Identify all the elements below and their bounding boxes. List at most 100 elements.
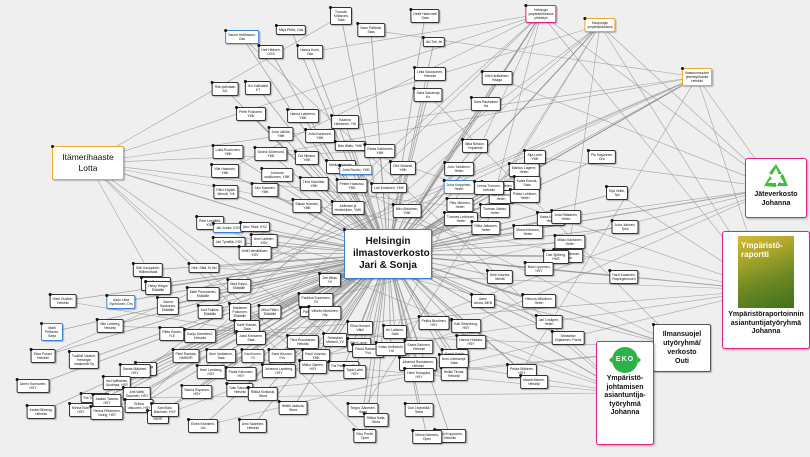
person-node[interactable]: Kaupungin ympäristökeskus <box>583 17 616 32</box>
person-node[interactable]: Sanna Saukonen, Etääälle <box>155 296 180 315</box>
person-node[interactable]: Eija Virkki, Tpk <box>605 185 628 200</box>
person-node[interactable]: Lari Koskinen, YMK <box>370 182 407 193</box>
person-node[interactable]: Sisli Kauppinen, Hiilineutraali <box>131 262 164 277</box>
person-node[interactable]: Helt, Sälä, fii, tiki <box>187 262 220 273</box>
person-node[interactable]: Harri Kaasinen, Raporgeinunen <box>608 269 639 284</box>
person-node[interactable]: Tapio Lahti, HSY <box>342 364 367 379</box>
person-node[interactable]: Helsingin ympäristökeskus yhteistyö <box>524 4 557 23</box>
person-node[interactable]: Saara Salonen, Helsinki <box>403 339 434 354</box>
person-node[interactable]: Eino Pentti, Open <box>352 428 377 443</box>
card-ymparistojohtaminen[interactable]: EKO Ympäristö- johtamisen asiantuntija- … <box>596 341 654 445</box>
person-node[interactable]: Aarjo Lilea Synkronen, Drs <box>105 294 136 309</box>
person-node[interactable]: Kaisa Eskola, Sata <box>512 175 541 190</box>
person-node[interactable]: Ilmastonmuutos yhteistyöhanke Helsinki <box>681 67 712 86</box>
person-node[interactable]: Pauliina Suominen, YV <box>297 292 334 307</box>
person-node[interactable]: Johanna saukkonen, YMK <box>260 167 293 182</box>
person-node[interactable]: Sasu Pätärää, Sata <box>356 22 385 37</box>
person-node[interactable]: Sanna Ropanen, HSY <box>180 384 213 399</box>
person-node[interactable]: Olof Vildanai, YMK <box>388 160 417 175</box>
person-node[interactable]: Aarni Ahola, MKB <box>470 293 495 308</box>
person-node[interactable]: Juha Korppinen, Helen <box>442 179 475 194</box>
person-node[interactable]: Kati Söderberg, HSY <box>450 318 481 333</box>
person-node[interactable]: Jari Tyrvällä, KSV <box>211 236 246 247</box>
person-node[interactable]: Mikko Ojanen, HSY <box>298 359 327 374</box>
person-node[interactable]: Outi Lepistöltä, Stera <box>403 402 434 417</box>
person-node[interactable]: Ilkka Nilsson, Ympäristö <box>461 138 488 153</box>
person-node[interactable]: Timo Kauniste, YMK <box>298 176 329 191</box>
person-node[interactable]: Sara Rautiainen Ha <box>469 96 502 111</box>
person-node[interactable]: Juha Jalkha, YMK <box>267 126 294 141</box>
person-node[interactable]: Pekka Mäkinen, HSY <box>505 363 538 378</box>
person-node[interactable]: Riitta Jalkanen, Helen <box>470 220 501 235</box>
person-node[interactable]: Riikka Kalla, Stera <box>362 412 389 427</box>
hub-node-helsingin-ilmastoverkosto[interactable]: Helsingin ilmastoverkosto Jari & Sonja <box>343 228 432 279</box>
person-node[interactable]: Kanjo Saresiemi, Helsinki <box>183 328 216 343</box>
person-node[interactable]: Heikki Tirrola, Helsinki <box>439 366 468 381</box>
person-node[interactable]: Paula Kaivonen, HSY <box>224 366 257 381</box>
person-node[interactable]: Pirkka Lehtinen, Helen <box>508 188 541 203</box>
person-node[interactable]: Kari Ilonen, YV <box>240 348 265 363</box>
person-node[interactable]: Nita Wallu, YMK <box>333 140 366 151</box>
person-node[interactable]: Rita ylähdaan AG <box>210 81 239 96</box>
person-node[interactable]: Aija Lahti, YMK <box>523 149 546 164</box>
person-node[interactable]: Tuulikki Vaalion, Helsingin maakuntä Oy <box>67 350 100 369</box>
person-node[interactable]: Sami Sahanoja Ko <box>412 87 443 102</box>
person-node[interactable]: Elina Huovinl Väkii <box>346 320 373 335</box>
person-node[interactable]: Päivi Käpää- lähevä, Yrit <box>212 184 239 199</box>
person-node[interactable]: Sebastian Mitchell, YV <box>322 332 347 347</box>
person-node[interactable]: Leena Turunen, Helsinki <box>473 180 504 195</box>
person-node[interactable]: Pilla Jäntinen, Helen <box>445 197 474 212</box>
person-node[interactable]: Kaisu Ahlinstohl, Yrit <box>374 341 407 356</box>
person-node[interactable]: Maarit Alanen, Helsinki <box>519 374 548 389</box>
person-node[interactable]: Minna Niemela, Open <box>411 429 442 444</box>
person-node[interactable]: Jani Kaarnen, YMK <box>250 182 279 197</box>
card-ymparistoraportointi[interactable]: Ympäristö- raportti Ympäristöraportoinni… <box>722 231 810 349</box>
person-node[interactable]: Sami Ahonen, YVs <box>267 348 296 363</box>
person-node[interactable]: Ilkka Lipponen, HSY <box>523 261 554 276</box>
person-node[interactable]: Juha Räisänen, Helen <box>550 209 581 224</box>
person-node[interactable]: Karl Pulkkis, Etääälle <box>196 304 223 319</box>
person-node[interactable]: Anni Vartiainen, Sata <box>205 348 236 363</box>
person-node[interactable]: Arto Tikkä, KSV <box>239 221 270 232</box>
person-node[interactable]: Aidinaari ja Helsinkinen, YMK <box>330 200 365 215</box>
person-node[interactable]: Kalle Sumari, Sata <box>232 319 261 334</box>
person-node[interactable]: Ari Laitinen, Sata <box>382 324 407 339</box>
person-node[interactable]: Ulla Kärkkäinen, Haaga <box>480 70 513 85</box>
person-node[interactable]: Hanna Huhtala, HSY <box>455 334 486 349</box>
person-node[interactable]: Heini Holappila, HSY <box>403 367 434 382</box>
person-node[interactable]: Juha Jokinen, Tpks <box>610 219 639 234</box>
person-node[interactable]: Ville Hakonen, YMK <box>210 163 239 178</box>
person-node[interactable]: Antti Vuorela, Mehtä <box>485 269 514 284</box>
person-node[interactable]: Anni Löönlampi, Sata <box>437 353 470 368</box>
person-node[interactable]: Henna Pilkkoinen, Young, HSY <box>89 405 124 420</box>
person-node[interactable]: Tuomas Valmio, Helen <box>478 203 511 218</box>
person-node[interactable]: Mika Pääro Etääälle <box>257 304 282 319</box>
person-node[interactable]: Päivi Rantala, HMMOR <box>171 348 200 363</box>
node-ilmansuojelu-tyoryhma[interactable]: Ilmansuojel utyöryhmä/ verkosto Outi <box>652 323 711 372</box>
person-node[interactable]: Antti Hämäläinen, KSV <box>237 245 272 260</box>
person-node[interactable]: Jarmo Kannunen, HSY <box>15 378 50 393</box>
person-node[interactable]: Ilkka Karjul, Etääälle <box>226 278 251 293</box>
person-node[interactable]: Matti Peurnainen, Etääälle <box>185 286 220 301</box>
person-node[interactable]: Satu Salonen, Helsinki <box>225 382 254 397</box>
person-node[interactable]: Vilhelm Murtonen, Hfy <box>307 305 342 320</box>
person-node[interactable]: Jari Juuka, KSV <box>211 222 244 233</box>
person-node[interactable]: Niko Ahtiainen, YMK <box>391 203 422 218</box>
person-node[interactable]: Sakari Isomaki, YMK <box>291 198 322 213</box>
person-node[interactable]: Heiny Wägnr Etääälle <box>144 280 171 295</box>
person-node[interactable]: Mikko Kantanen, Helen <box>553 234 586 249</box>
person-node[interactable]: Riitta Kautto, YLE <box>158 326 185 341</box>
person-node[interactable]: Sanna Söderlund, YMK <box>253 146 288 161</box>
person-node[interactable]: Harri Oualkiri, Helsinki <box>48 293 77 308</box>
person-node[interactable]: Matti Peltonen, Sarja <box>40 322 63 341</box>
person-node[interactable]: Heikki Jaakola, Stera <box>277 400 308 415</box>
person-node[interactable]: Johanna Lamberg, HSY <box>260 363 297 378</box>
person-node[interactable]: Lotta Ruokonen, YMK <box>211 144 244 159</box>
person-node[interactable]: Mirja Pirttä, Oas <box>274 24 307 35</box>
person-node[interactable]: Jari Lindgren, Helen <box>534 314 563 329</box>
person-node[interactable]: Ville Lanberg, Helsinki <box>95 318 124 333</box>
person-node[interactable]: Pekka Nuutinen, HSY <box>417 315 450 330</box>
person-node[interactable]: Minna Kiiranen, Helen <box>512 224 543 239</box>
person-node[interactable]: Petteri Haavisto, YMK <box>335 178 368 193</box>
